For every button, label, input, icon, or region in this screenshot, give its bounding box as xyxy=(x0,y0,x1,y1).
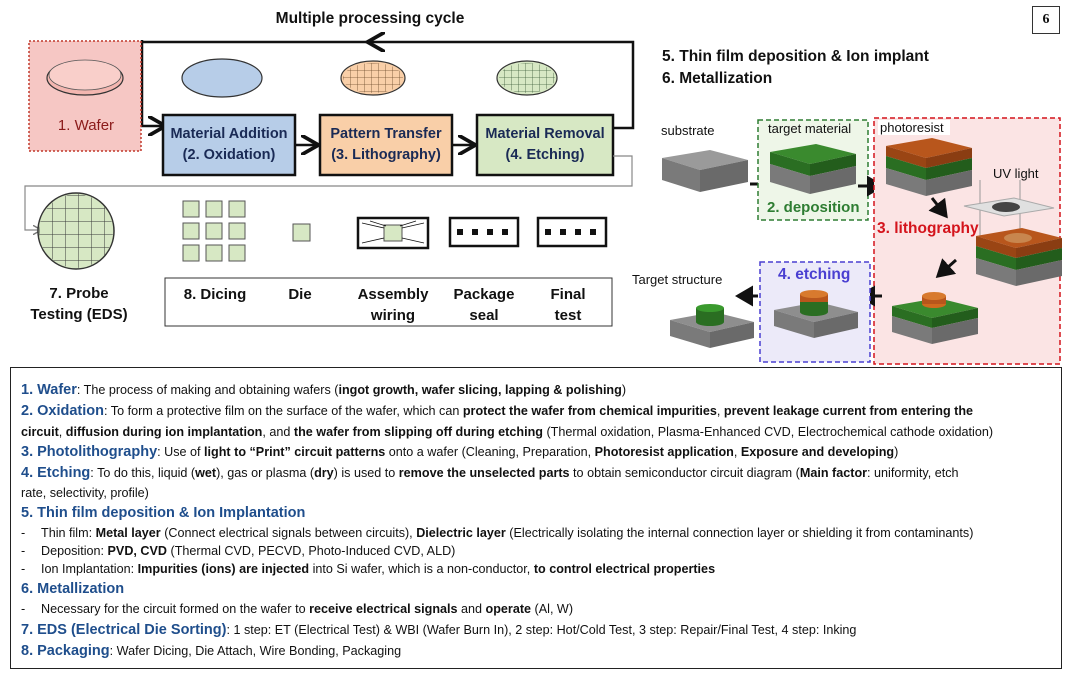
photoresist-block xyxy=(886,138,972,196)
package-seal-icon xyxy=(448,216,520,248)
target-structure-label: Target structure xyxy=(632,272,723,287)
desc-metallization: 6. Metallization xyxy=(21,581,125,597)
deposition-block xyxy=(770,144,856,194)
oxidation-wafer-icon xyxy=(181,58,263,98)
cycle-loop-line xyxy=(140,40,163,126)
desc-photolithography: 3. Photolithography: Use of light to “Pr… xyxy=(21,444,899,460)
etching-label: 4. etching xyxy=(778,266,851,283)
assembly-wiring-icon xyxy=(356,216,430,250)
probe-connector-line xyxy=(24,155,633,230)
desc-thin-film-line1: -Thin film: Metal layer (Connect electri… xyxy=(21,526,974,540)
wafer-label: 1. Wafer xyxy=(57,117,115,134)
desc-thin-film-line2: -Deposition: PVD, CVD (Thermal CVD, PECV… xyxy=(21,544,456,558)
desc-eds: 7. EDS (Electrical Die Sorting): 1 step:… xyxy=(21,622,857,638)
desc-metallization-line: -Necessary for the circuit formed on the… xyxy=(21,602,574,616)
cycle-return-line xyxy=(370,42,635,130)
substrate-block xyxy=(662,150,748,192)
target-structure-block xyxy=(670,304,754,348)
desc-oxidation: 2. Oxidation: To form a protective film … xyxy=(21,403,974,419)
dicing-grid-icon xyxy=(182,200,246,262)
desc-thin-film-line3: -Ion Implantation: Impurities (ions) are… xyxy=(21,562,716,576)
step-dicing-label: 8. Dicing xyxy=(183,286,247,303)
uv-mask xyxy=(963,180,1055,238)
cycle-label: Multiple processing cycle xyxy=(275,10,465,27)
desc-oxidation-cont: circuit, diffusion during ion implantati… xyxy=(21,425,994,439)
material-removal-box xyxy=(475,113,615,177)
desc-etching-cont: rate, selectivity, profile) xyxy=(21,486,149,500)
target-material-label: target material xyxy=(768,121,852,136)
desc-thin-film: 5. Thin film deposition & Ion Implantati… xyxy=(21,505,306,521)
right-panel-title: 5. Thin film deposition & Ion implant 6.… xyxy=(662,48,929,87)
packaging-steps-box xyxy=(164,277,613,327)
description-box: 1. Wafer: The process of making and obta… xyxy=(10,367,1062,669)
step-die-label: Die xyxy=(288,286,312,303)
photoresist-label: photoresist xyxy=(878,120,950,135)
final-test-icon xyxy=(536,216,608,248)
substrate-label: substrate xyxy=(661,123,715,138)
pattern-transfer-label: Pattern Transfer(3. Lithography) xyxy=(330,126,442,163)
lithography-label: 3. lithography xyxy=(877,220,979,237)
desc-etching: 4. Etching: To do this, liquid (wet), ga… xyxy=(21,465,959,481)
desc-packaging: 8. Packaging: Wafer Dicing, Die Attach, … xyxy=(21,643,402,659)
desc-wafer: 1. Wafer: The process of making and obta… xyxy=(21,382,627,398)
process-flow-diagram xyxy=(24,0,635,327)
exposed-block xyxy=(976,228,1062,286)
pattern-transfer-box xyxy=(318,113,454,177)
page-number: 6 xyxy=(1032,6,1060,34)
etched-block xyxy=(774,290,858,338)
die-icon xyxy=(292,223,311,242)
material-removal-label: Material Removal(4. Etching) xyxy=(485,126,605,163)
developed-block xyxy=(892,292,978,344)
wafer-box xyxy=(28,40,142,152)
uv-light-label: UV light xyxy=(993,166,1039,181)
deposition-label: 2. deposition xyxy=(767,199,860,216)
material-addition-label: Material Addition(2. Oxidation) xyxy=(170,126,288,163)
fabrication-steps-diagram xyxy=(662,117,1062,365)
